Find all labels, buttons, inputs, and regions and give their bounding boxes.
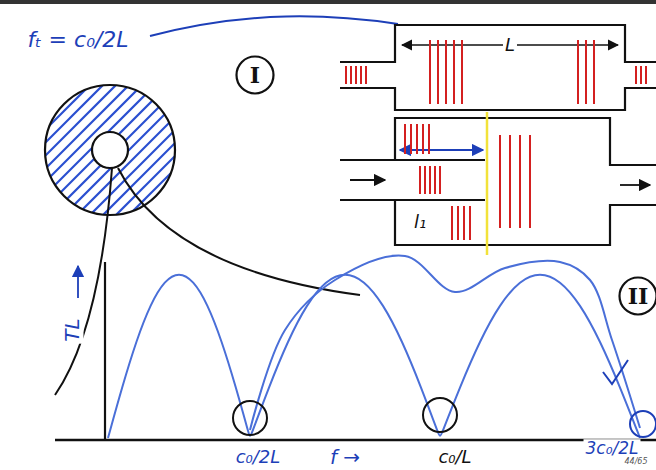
sketch-label: l₁ [412, 212, 428, 233]
wavefront [645, 66, 647, 84]
hatch-line [23, 70, 183, 230]
wavefront [429, 40, 431, 104]
wavefront [365, 66, 367, 84]
dip-circle [233, 401, 267, 435]
hatch-line [49, 70, 209, 230]
hatch-line [140, 70, 300, 230]
sketch-label: 3c₀/2L [584, 439, 641, 459]
wavefront [345, 66, 347, 84]
hatch-line [0, 70, 79, 230]
hatch-line [153, 70, 313, 230]
top-strip [0, 0, 656, 4]
wavefront [529, 135, 531, 228]
wavefront [577, 40, 579, 104]
wavefront [463, 206, 465, 240]
hatch-line [101, 70, 261, 230]
hatch-line [0, 70, 144, 230]
wavefront [350, 66, 352, 84]
expansion-chamber [340, 25, 656, 110]
wavefront [445, 40, 447, 104]
wavefront [593, 40, 595, 104]
hatch-line [0, 70, 40, 230]
sketch-label: 44/65 [622, 457, 649, 466]
hatch-line [0, 70, 66, 230]
wavefront [451, 206, 453, 240]
numeral-text: II [628, 285, 649, 307]
hatch-line [166, 70, 326, 230]
wavefront [457, 206, 459, 240]
dip-circle [423, 398, 457, 432]
axis-arrow [77, 266, 79, 298]
wavefront [360, 66, 362, 84]
wavefront [640, 66, 642, 84]
wavefront [439, 166, 441, 194]
wavefront [469, 206, 471, 240]
sketch-label: L [503, 35, 517, 56]
flow-arrow [350, 179, 385, 181]
wavefront [453, 40, 455, 104]
wavefronts [346, 40, 646, 240]
wavefront [635, 66, 637, 84]
wavefront [416, 124, 418, 154]
wavefront [519, 135, 521, 228]
sketch-label: fₜ = c₀/2L [25, 27, 130, 52]
sketch-label: c₀/L [436, 447, 473, 468]
extended-inlet-chamber [340, 118, 656, 245]
dip-circle [630, 411, 656, 437]
circled-numeral: I [235, 55, 275, 95]
wavefront [355, 66, 357, 84]
leader-line [150, 16, 398, 36]
sketch-label: f → [328, 446, 362, 469]
sketch-label: TL [61, 316, 84, 343]
wavefront [422, 124, 424, 154]
wavefront [419, 166, 421, 194]
sketch-label: c₀/2L [234, 447, 283, 468]
wavefront [461, 40, 463, 104]
hatch-line [127, 70, 287, 230]
numeral-text: I [250, 64, 260, 86]
marker-line [486, 112, 489, 255]
hatch-line [75, 70, 235, 230]
wavefront [509, 135, 511, 228]
tl-curve [250, 256, 640, 430]
circled-numeral: II [618, 276, 656, 316]
wavefront [428, 124, 430, 154]
wavefront [429, 166, 431, 194]
check-mark [603, 360, 628, 384]
wavefront [585, 40, 587, 104]
hatch-line [10, 70, 170, 230]
x-axis [55, 439, 656, 442]
tl-curve [108, 275, 640, 438]
wavefront [434, 166, 436, 194]
dimension-line [400, 149, 483, 151]
y-axis [104, 262, 106, 440]
hatch-line [114, 70, 274, 230]
wavefront [437, 40, 439, 104]
hatch-line [88, 70, 248, 230]
wavefront [404, 124, 406, 154]
wavefront [424, 166, 426, 194]
annulus-section [0, 70, 360, 395]
wavefront [499, 135, 501, 228]
flow-arrow [620, 184, 650, 186]
wavefront [410, 124, 412, 154]
hatch-line [36, 70, 196, 230]
